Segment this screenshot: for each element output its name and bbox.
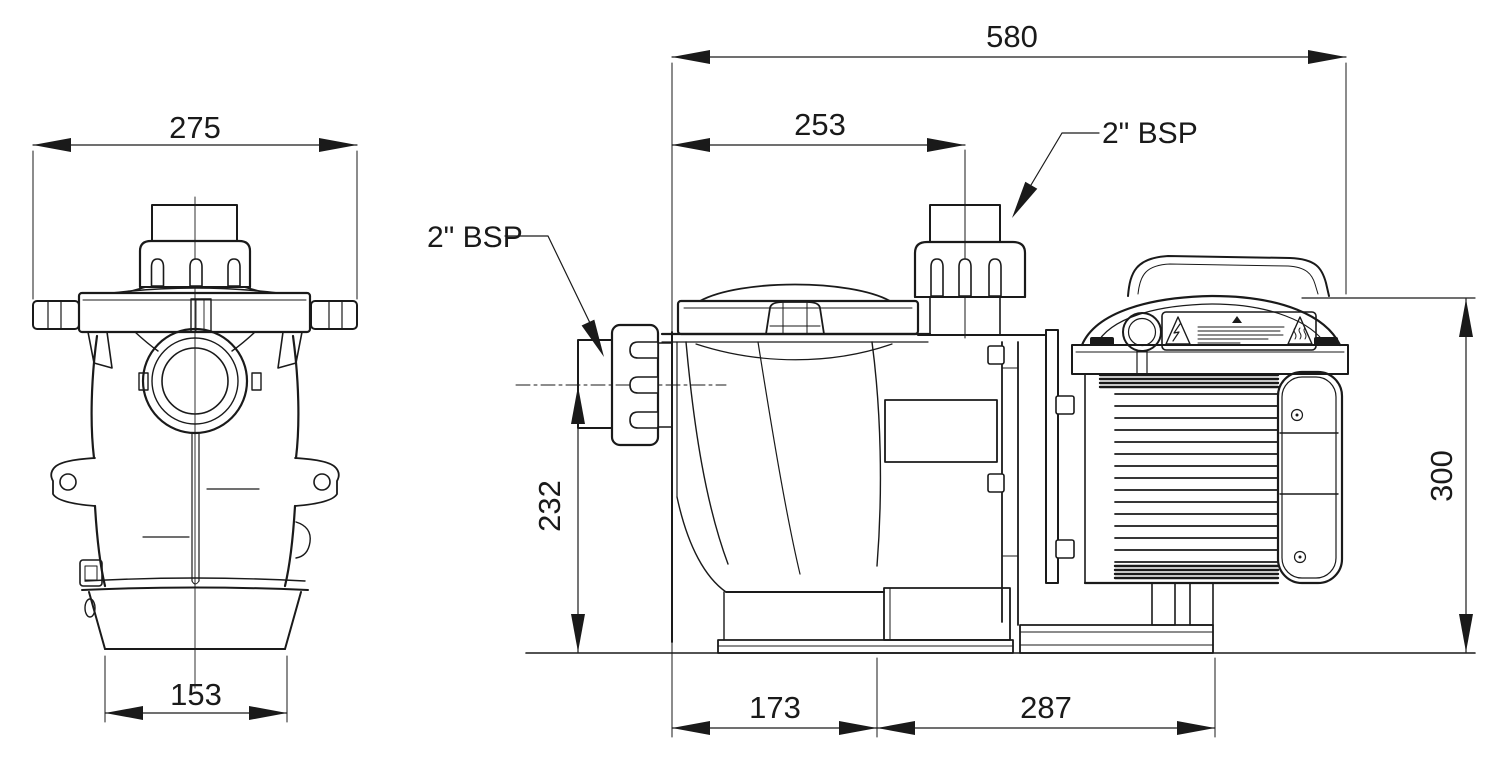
front-left-handle — [32, 300, 80, 330]
dim-front-foot: 173 — [671, 641, 878, 738]
front-lid-handle-bar — [32, 287, 358, 369]
lifting-ring — [1122, 312, 1162, 352]
suction-port-label: 2" BSP — [427, 221, 523, 254]
side-base-feet — [717, 582, 1214, 654]
front-drain-boss — [79, 559, 103, 587]
drive-cover — [1127, 255, 1330, 297]
front-right-handle — [310, 300, 358, 330]
front-left-mount-ear — [50, 457, 96, 507]
strainer-basket-mesh — [161, 347, 229, 415]
dim-suction-height: 232 — [532, 385, 585, 653]
side-suction-port — [577, 323, 673, 447]
dim-overall-width-label: 275 — [169, 110, 221, 145]
dim-overall-length: 580 — [671, 19, 1347, 334]
dim-front-to-discharge: 253 — [671, 107, 966, 152]
motor-support-leg — [1151, 582, 1176, 626]
leader-suction-port: 2" BSP — [427, 221, 604, 357]
dim-overall-width: 275 — [32, 110, 358, 300]
motor-end-cap — [1276, 370, 1344, 585]
motor-cooling-fins — [1083, 373, 1280, 585]
dim-front-foot-label: 173 — [749, 690, 801, 725]
front-strainer-pot — [50, 331, 340, 650]
side-strainer-pot — [660, 283, 932, 643]
front-sight-glass — [138, 327, 262, 435]
front-right-ear-hole — [313, 473, 331, 491]
front-left-clamp-knob — [87, 331, 113, 369]
dim-suction-height-label: 232 — [532, 480, 567, 532]
side-discharge-port — [913, 149, 1027, 339]
dim-foot-spacing-label: 287 — [1020, 690, 1072, 725]
side-pump-body — [884, 329, 1075, 626]
electric-warning-icon — [1165, 316, 1191, 345]
dim-overall-length-label: 580 — [986, 19, 1038, 54]
dim-motor-height: 300 — [1301, 297, 1476, 653]
front-left-ear-hole — [59, 473, 77, 491]
discharge-port-label: 2" BSP — [1102, 117, 1198, 150]
lid-knob — [765, 301, 825, 335]
front-right-clamp-knob — [277, 331, 303, 369]
motor-dome — [1080, 294, 1342, 347]
side-view-drawing: 580 253 232 173 — [427, 19, 1476, 738]
dim-base-width-label: 153 — [170, 677, 222, 712]
dim-foot-spacing: 287 — [876, 657, 1216, 738]
sump — [883, 587, 1011, 641]
front-right-mount-ear — [294, 457, 340, 507]
motor-rear-leg — [1189, 582, 1214, 626]
dim-front-to-discharge-label: 253 — [794, 107, 846, 142]
hot-surface-warning-icon — [1287, 316, 1313, 345]
front-view-drawing: 275 153 — [32, 110, 358, 723]
leader-discharge-port: 2" BSP — [1012, 117, 1198, 218]
pump-nameplate — [884, 399, 998, 463]
dim-base-width: 153 — [104, 655, 288, 723]
side-motor — [1071, 255, 1349, 585]
dim-motor-height-label: 300 — [1424, 450, 1459, 502]
rear-foot — [1019, 624, 1214, 654]
front-right-clip — [295, 521, 311, 559]
